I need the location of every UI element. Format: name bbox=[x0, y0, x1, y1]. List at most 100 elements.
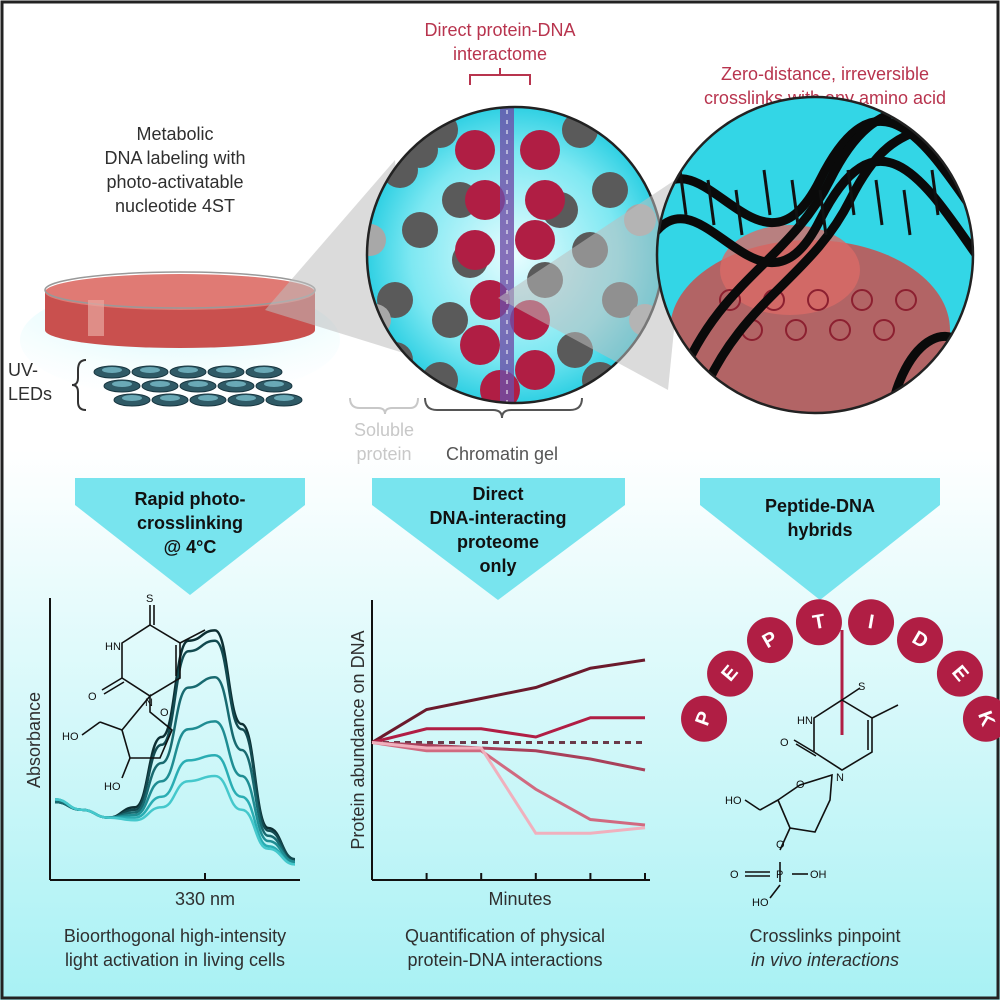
mid-caption-2: protein-DNA interactions bbox=[407, 950, 602, 970]
arrow-proteome-shape bbox=[372, 478, 625, 600]
interactome-label: Direct protein-DNA interactome bbox=[424, 20, 575, 64]
interactome-bracket bbox=[469, 68, 531, 85]
interactome-line-1: Direct protein-DNA bbox=[424, 20, 575, 40]
peptide-bead bbox=[848, 599, 895, 646]
base-pair bbox=[846, 169, 856, 216]
led-highlight bbox=[122, 395, 142, 401]
helix-coil bbox=[851, 289, 873, 311]
right-caption-2: in vivo interactions bbox=[751, 950, 899, 970]
uv-bracket bbox=[71, 359, 87, 411]
arrow-hybrids-line-1: Peptide-DNA bbox=[765, 496, 875, 516]
dna-protein-structure bbox=[657, 97, 973, 413]
kinetics-line-2 bbox=[371, 716, 645, 744]
kinetics-line-6 bbox=[371, 741, 646, 835]
bound-protein-blob bbox=[520, 130, 560, 170]
peptide-bead bbox=[681, 695, 728, 742]
helix-coil bbox=[829, 319, 851, 341]
led-highlight bbox=[274, 395, 294, 401]
chem-o-link: O bbox=[776, 839, 785, 851]
absorbance-x-label: 330 nm bbox=[175, 889, 235, 909]
arrow-proteome-line-3: proteome bbox=[457, 532, 539, 552]
chem-ho-left-2: HO bbox=[104, 781, 121, 793]
soluble-bracket bbox=[349, 397, 419, 415]
crosslink-sphere-outline bbox=[655, 95, 975, 415]
led-highlight bbox=[150, 381, 170, 387]
peptide-bead bbox=[897, 617, 943, 664]
arrow-crosslinking-shape bbox=[75, 478, 305, 595]
led-highlight bbox=[102, 367, 122, 373]
led-highlight bbox=[216, 367, 236, 373]
c-o-bond-right bbox=[793, 739, 815, 753]
led-highlight bbox=[178, 367, 198, 373]
peptide-residue: E bbox=[707, 650, 754, 697]
helix-coil bbox=[719, 289, 741, 311]
peptide-residue: I bbox=[848, 599, 895, 646]
peptide-residue: T bbox=[795, 599, 842, 646]
bound-protein-blob bbox=[455, 230, 495, 270]
chem-s-right: S bbox=[858, 681, 865, 693]
base-pair bbox=[734, 189, 744, 236]
led-highlight bbox=[264, 381, 284, 387]
mid-caption-1: Quantification of physical bbox=[405, 926, 605, 946]
metabolic-line-4: nucleotide 4ST bbox=[115, 196, 235, 216]
peptide-residue: P bbox=[747, 617, 793, 664]
uv-line-2: LEDs bbox=[8, 384, 52, 404]
crosslink-sphere bbox=[655, 95, 975, 415]
soluble-line-2: protein bbox=[356, 444, 411, 464]
c-o-bond-right-2 bbox=[795, 743, 817, 757]
chem-hn-left: HN bbox=[105, 641, 121, 653]
dna-backbone bbox=[657, 116, 973, 227]
chem-o-left: O bbox=[88, 691, 97, 703]
kinetics-panel: Protein abundance on DNA Minutes bbox=[348, 600, 650, 909]
helix-coil bbox=[895, 289, 917, 311]
arrow-crosslinking: Rapid photo- crosslinking @ 4°C bbox=[75, 478, 305, 595]
chem-oh: OH bbox=[810, 869, 827, 881]
soluble-protein-blob bbox=[402, 212, 438, 248]
arrow-crosslinking-line-1: Rapid photo- bbox=[135, 489, 246, 509]
kinetics-line-4 bbox=[371, 741, 646, 772]
led-highlight bbox=[188, 381, 208, 387]
bound-protein-blob bbox=[515, 350, 555, 390]
absorbance-panel: Absorbance 330 nm S HN O N O HO HO bbox=[24, 593, 300, 909]
oh-bond bbox=[121, 757, 131, 779]
peptide-bead bbox=[962, 695, 1000, 742]
interactome-line-2: interactome bbox=[453, 44, 547, 64]
methyl-bond bbox=[179, 629, 206, 644]
base-pair bbox=[818, 189, 828, 236]
captions: Bioorthogonal high-intensity light activ… bbox=[64, 926, 901, 970]
left-caption-2: light activation in living cells bbox=[65, 950, 285, 970]
metabolic-label: Metabolic DNA labeling with photo-activa… bbox=[104, 124, 245, 216]
kinetics-x-ticks bbox=[425, 873, 646, 880]
left-caption-1: Bioorthogonal high-intensity bbox=[64, 926, 286, 946]
base-pair bbox=[874, 179, 884, 226]
faded-protein-blob bbox=[367, 224, 386, 256]
thiothymidine-structure bbox=[81, 605, 206, 779]
arrow-hybrids: Peptide-DNA hybrids bbox=[700, 478, 940, 600]
arrow-proteome: Direct DNA-interacting proteome only bbox=[372, 478, 625, 600]
chem-s-left: S bbox=[146, 593, 153, 605]
chem-ho-right: HO bbox=[725, 795, 742, 807]
chem-n-right: N bbox=[836, 772, 844, 784]
chem-o-right: O bbox=[780, 737, 789, 749]
helix-coil bbox=[873, 319, 895, 341]
base-pair bbox=[762, 169, 772, 216]
arrow-proteome-line-4: only bbox=[479, 556, 516, 576]
zoom-cone-right bbox=[498, 170, 690, 390]
bound-protein-blob bbox=[455, 130, 495, 170]
chem-o-double: O bbox=[730, 869, 739, 881]
bound-protein-blob bbox=[465, 180, 505, 220]
base-pair bbox=[706, 179, 716, 226]
dish-surface bbox=[45, 274, 315, 310]
dish-highlight bbox=[88, 300, 104, 336]
led-highlight bbox=[160, 395, 180, 401]
ch2-bond-right bbox=[759, 799, 779, 811]
base-pair bbox=[930, 169, 940, 216]
peptide-letter: I bbox=[866, 611, 875, 634]
chem-n-left: N bbox=[145, 697, 153, 709]
right-caption-1: Crosslinks pinpoint bbox=[749, 926, 900, 946]
helix-coil bbox=[807, 289, 829, 311]
metabolic-line-2: DNA labeling with bbox=[104, 148, 245, 168]
